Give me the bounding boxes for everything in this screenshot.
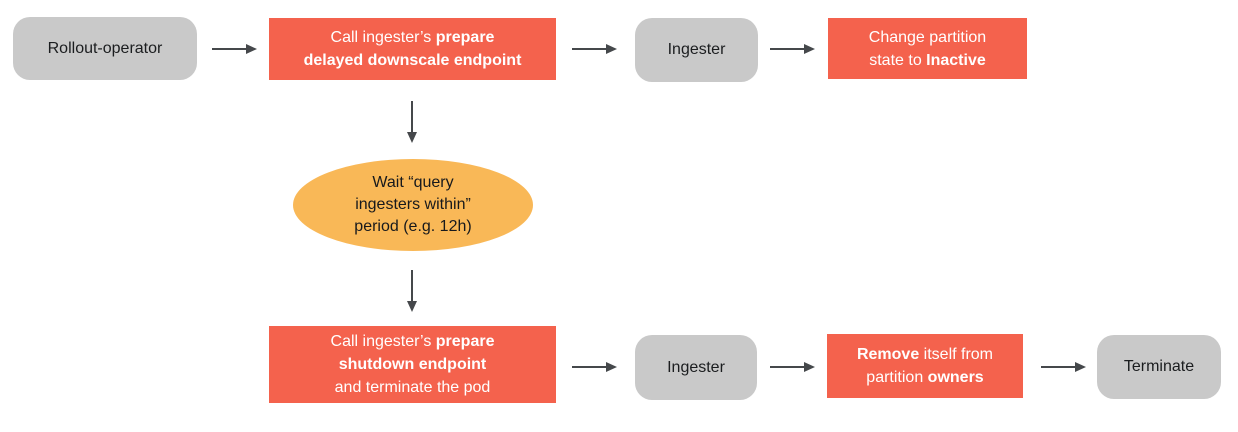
arrow-head: [1075, 362, 1086, 372]
arrow-head: [606, 362, 617, 372]
node-rollout-operator: Rollout-operator: [13, 17, 197, 80]
arrow-head: [246, 44, 257, 54]
arrow-head: [804, 44, 815, 54]
arrow-down-icon: [407, 101, 417, 143]
node-ingester-top: Ingester: [635, 18, 758, 82]
arrow-head: [606, 44, 617, 54]
arrow-right-icon: [770, 362, 815, 372]
arrow-head: [407, 301, 417, 312]
arrow-right-icon: [572, 44, 617, 54]
node-ingester-bottom: Ingester: [635, 335, 757, 400]
node-terminate: Terminate: [1097, 335, 1221, 399]
arrow-head: [407, 132, 417, 143]
arrow-right-icon: [1041, 362, 1086, 372]
arrow-right-icon: [770, 44, 815, 54]
arrow-down-icon: [407, 270, 417, 312]
arrow-right-icon: [572, 362, 617, 372]
arrow-right-icon: [212, 44, 257, 54]
arrow-head: [804, 362, 815, 372]
